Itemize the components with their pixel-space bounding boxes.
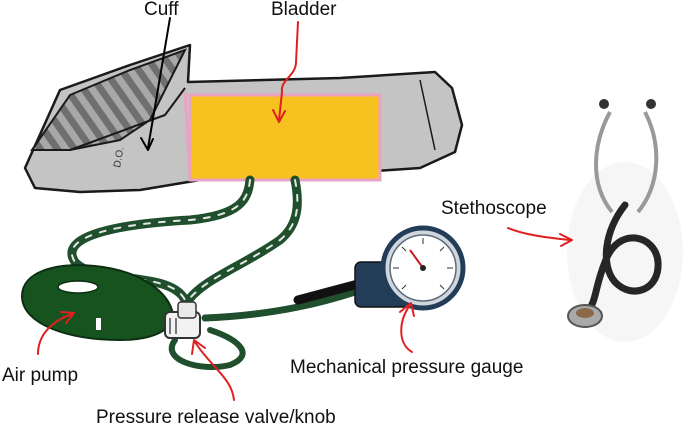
cuff-label: Cuff [144,0,179,20]
gauge-pointer-arrow [400,304,413,353]
cuff-pointer-arrow [147,17,171,149]
cuff-pointer-arrowhead [140,137,154,151]
release-valve-label: Pressure release valve/knob [96,407,336,428]
air-pump-pointer-arrowhead [60,311,75,324]
bladder-pointer-arrowhead [272,109,286,123]
pressure-gauge-icon [293,225,466,311]
stethoscope-pointer-arrowhead [559,233,573,247]
label-pointers [37,17,573,401]
stethoscope-pointer-arrow [507,227,571,241]
bladder-pointer-arrow [278,21,299,121]
cuff-marking: D.O. [112,146,126,168]
bladder-label: Bladder [271,0,337,20]
release-valve-pointer-arrowhead [191,339,206,355]
gauge-pointer-arrowhead [399,302,415,317]
stethoscope-label: Stethoscope [441,198,547,219]
air-pump-label: Air pump [2,365,79,386]
stethoscope-icon [567,99,683,342]
release-valve-pointer-arrow [194,341,235,401]
air-pump-pointer-arrow [37,313,73,355]
bladder-icon [188,93,382,182]
pressure-gauge-label: Mechanical pressure gauge [290,357,524,378]
release-valve-icon [164,301,201,339]
air-pump-icon [20,264,175,342]
